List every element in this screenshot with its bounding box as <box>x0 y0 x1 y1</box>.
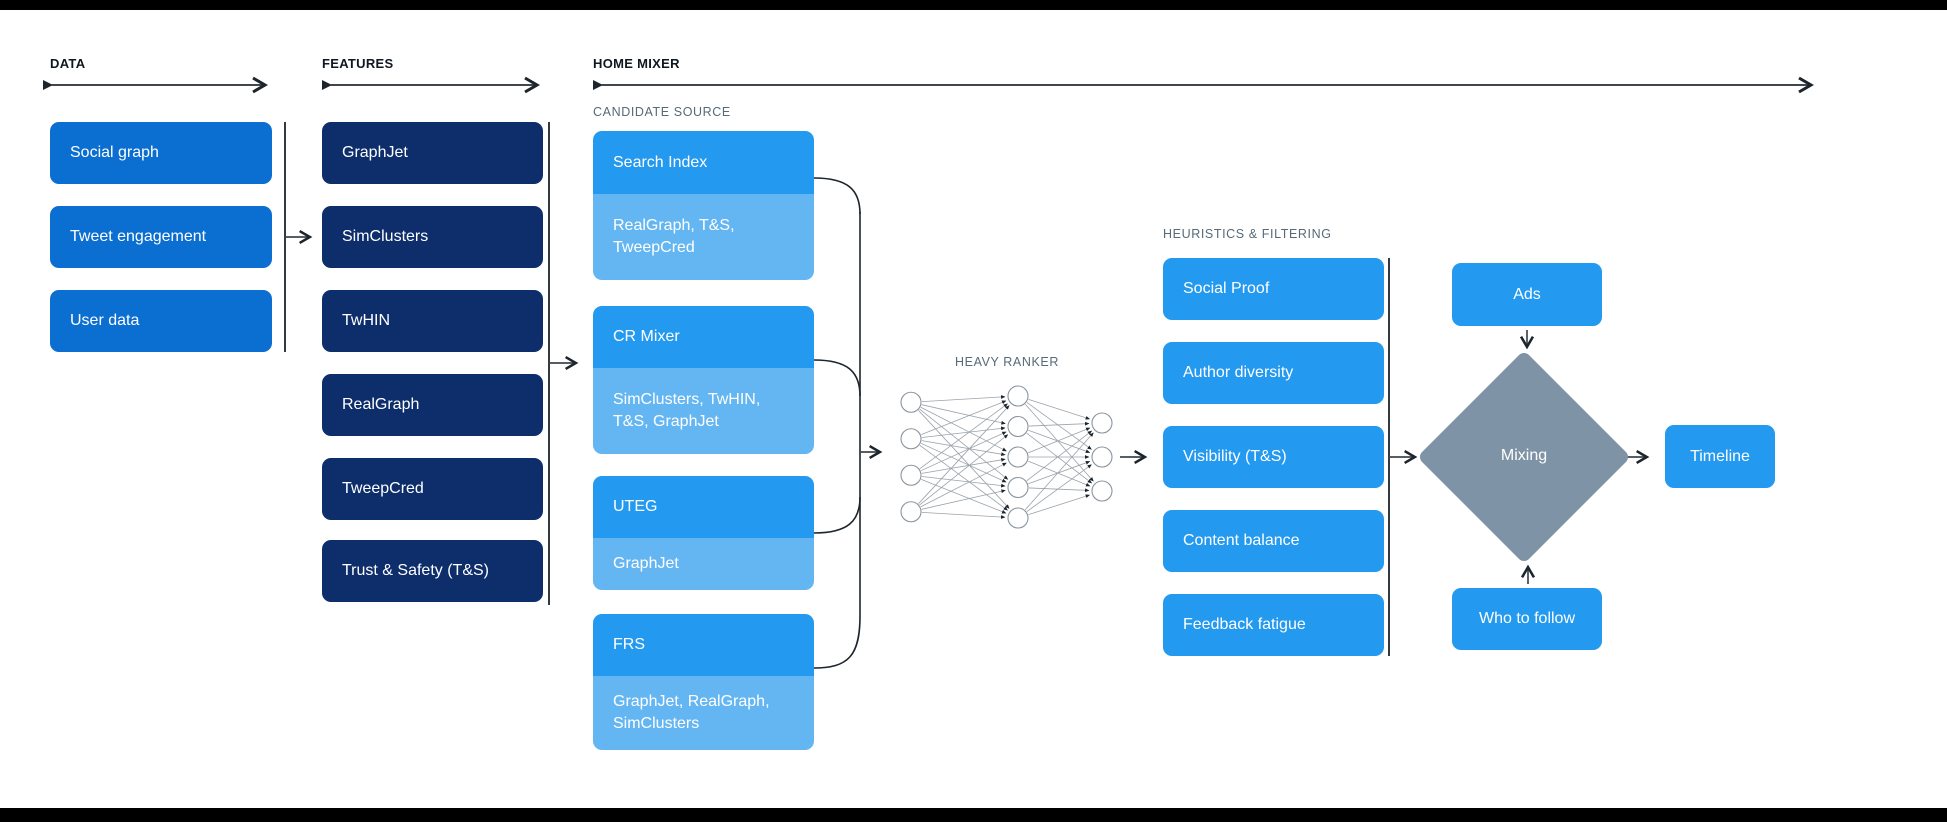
box-label: Content balance <box>1183 532 1300 549</box>
box-label: Feedback fatigue <box>1183 616 1306 633</box>
box-label: Who to follow <box>1478 610 1576 627</box>
candidate-source-name: UTEG <box>593 476 814 538</box>
box-label: RealGraph, T&S, TweepCred <box>613 217 735 256</box>
data-section-header: DATA <box>50 56 86 71</box>
home-mixer-section-header: HOME MIXER <box>593 56 680 71</box>
box-label: SimClusters, TwHIN, T&S, GraphJet <box>613 391 761 430</box>
data-box-user-data: User data <box>50 290 272 352</box>
box-label: GraphJet <box>613 555 679 572</box>
box-label: FRS <box>613 636 645 653</box>
candidate-source-frs: FRS GraphJet, RealGraph, SimClusters <box>593 614 814 750</box>
box-label: UTEG <box>613 498 658 515</box>
mixing-label: Mixing <box>1500 447 1548 464</box>
box-label: Social graph <box>70 144 159 161</box>
box-label: Search Index <box>613 153 708 171</box>
box-label: Ads <box>1513 285 1541 303</box>
uteg-curve <box>813 496 861 534</box>
search-index-curve <box>813 177 861 215</box>
features-box-realgraph: RealGraph <box>322 374 543 436</box>
features-box-twhin: TwHIN <box>322 290 543 352</box>
candidate-source-label: CANDIDATE SOURCE <box>593 105 731 119</box>
box-label: GraphJet, RealGraph, SimClusters <box>613 693 770 732</box>
heuristic-box-visibility: Visibility (T&S) <box>1163 426 1384 488</box>
box-label: Tweet engagement <box>70 228 207 245</box>
box-label: Social Proof <box>1183 280 1270 297</box>
candidate-source-inputs: SimClusters, TwHIN, T&S, GraphJet <box>593 368 814 454</box>
box-label: Author diversity <box>1183 364 1294 381</box>
box-label: TweepCred <box>342 480 424 497</box>
heuristic-box-content-balance: Content balance <box>1163 510 1384 572</box>
candidate-source-uteg: UTEG GraphJet <box>593 476 814 590</box>
box-label: Visibility (T&S) <box>1183 448 1287 465</box>
box-label: CR Mixer <box>613 328 680 345</box>
features-box-graphjet: GraphJet <box>322 122 543 184</box>
data-box-tweet-engagement: Tweet engagement <box>50 206 272 268</box>
candidate-source-name: CR Mixer <box>593 306 814 368</box>
candidate-source-inputs: RealGraph, T&S, TweepCred <box>593 194 814 280</box>
box-label: RealGraph <box>342 396 420 413</box>
candidate-source-inputs: GraphJet, RealGraph, SimClusters <box>593 676 814 750</box>
heavy-ranker-network-graphic <box>900 385 1113 529</box>
box-label: GraphJet <box>342 144 408 161</box>
box-label: TwHIN <box>342 312 390 329</box>
box-label: User data <box>70 312 140 329</box>
box-label: Trust & Safety (T&S) <box>342 562 489 579</box>
candidate-source-name: FRS <box>593 614 814 676</box>
candidate-source-inputs: GraphJet <box>593 538 814 590</box>
ads-box: Ads <box>1452 263 1602 326</box>
top-black-bar <box>0 0 1947 10</box>
heuristic-box-feedback-fatigue: Feedback fatigue <box>1163 594 1384 656</box>
candidate-source-name: Search Index <box>593 131 814 194</box>
mixing-diamond <box>1420 353 1628 561</box>
data-header-arrow <box>43 76 268 94</box>
timeline-box: Timeline <box>1665 425 1775 488</box>
heavy-ranker-label: HEAVY RANKER <box>955 355 1059 369</box>
heuristics-filtering-label: HEURISTICS & FILTERING <box>1163 227 1332 241</box>
bottom-black-bar <box>0 808 1947 822</box>
candidate-source-cr-mixer: CR Mixer SimClusters, TwHIN, T&S, GraphJ… <box>593 306 814 454</box>
features-box-simclusters: SimClusters <box>322 206 543 268</box>
features-box-trust-safety: Trust & Safety (T&S) <box>322 540 543 602</box>
box-label: SimClusters <box>342 228 429 245</box>
home-mixer-header-arrow <box>593 76 1814 94</box>
who-to-follow-box: Who to follow <box>1452 588 1602 650</box>
box-label: Timeline <box>1690 447 1750 465</box>
features-header-arrow <box>322 76 540 94</box>
cr-mixer-curve <box>813 359 861 397</box>
heuristic-box-author-diversity: Author diversity <box>1163 342 1384 404</box>
features-box-tweepcred: TweepCred <box>322 458 543 520</box>
candidate-source-search-index: Search Index RealGraph, T&S, TweepCred <box>593 131 814 280</box>
frs-curve <box>813 615 861 669</box>
heuristic-box-social-proof: Social Proof <box>1163 258 1384 320</box>
features-section-header: FEATURES <box>322 56 394 71</box>
data-box-social-graph: Social graph <box>50 122 272 184</box>
